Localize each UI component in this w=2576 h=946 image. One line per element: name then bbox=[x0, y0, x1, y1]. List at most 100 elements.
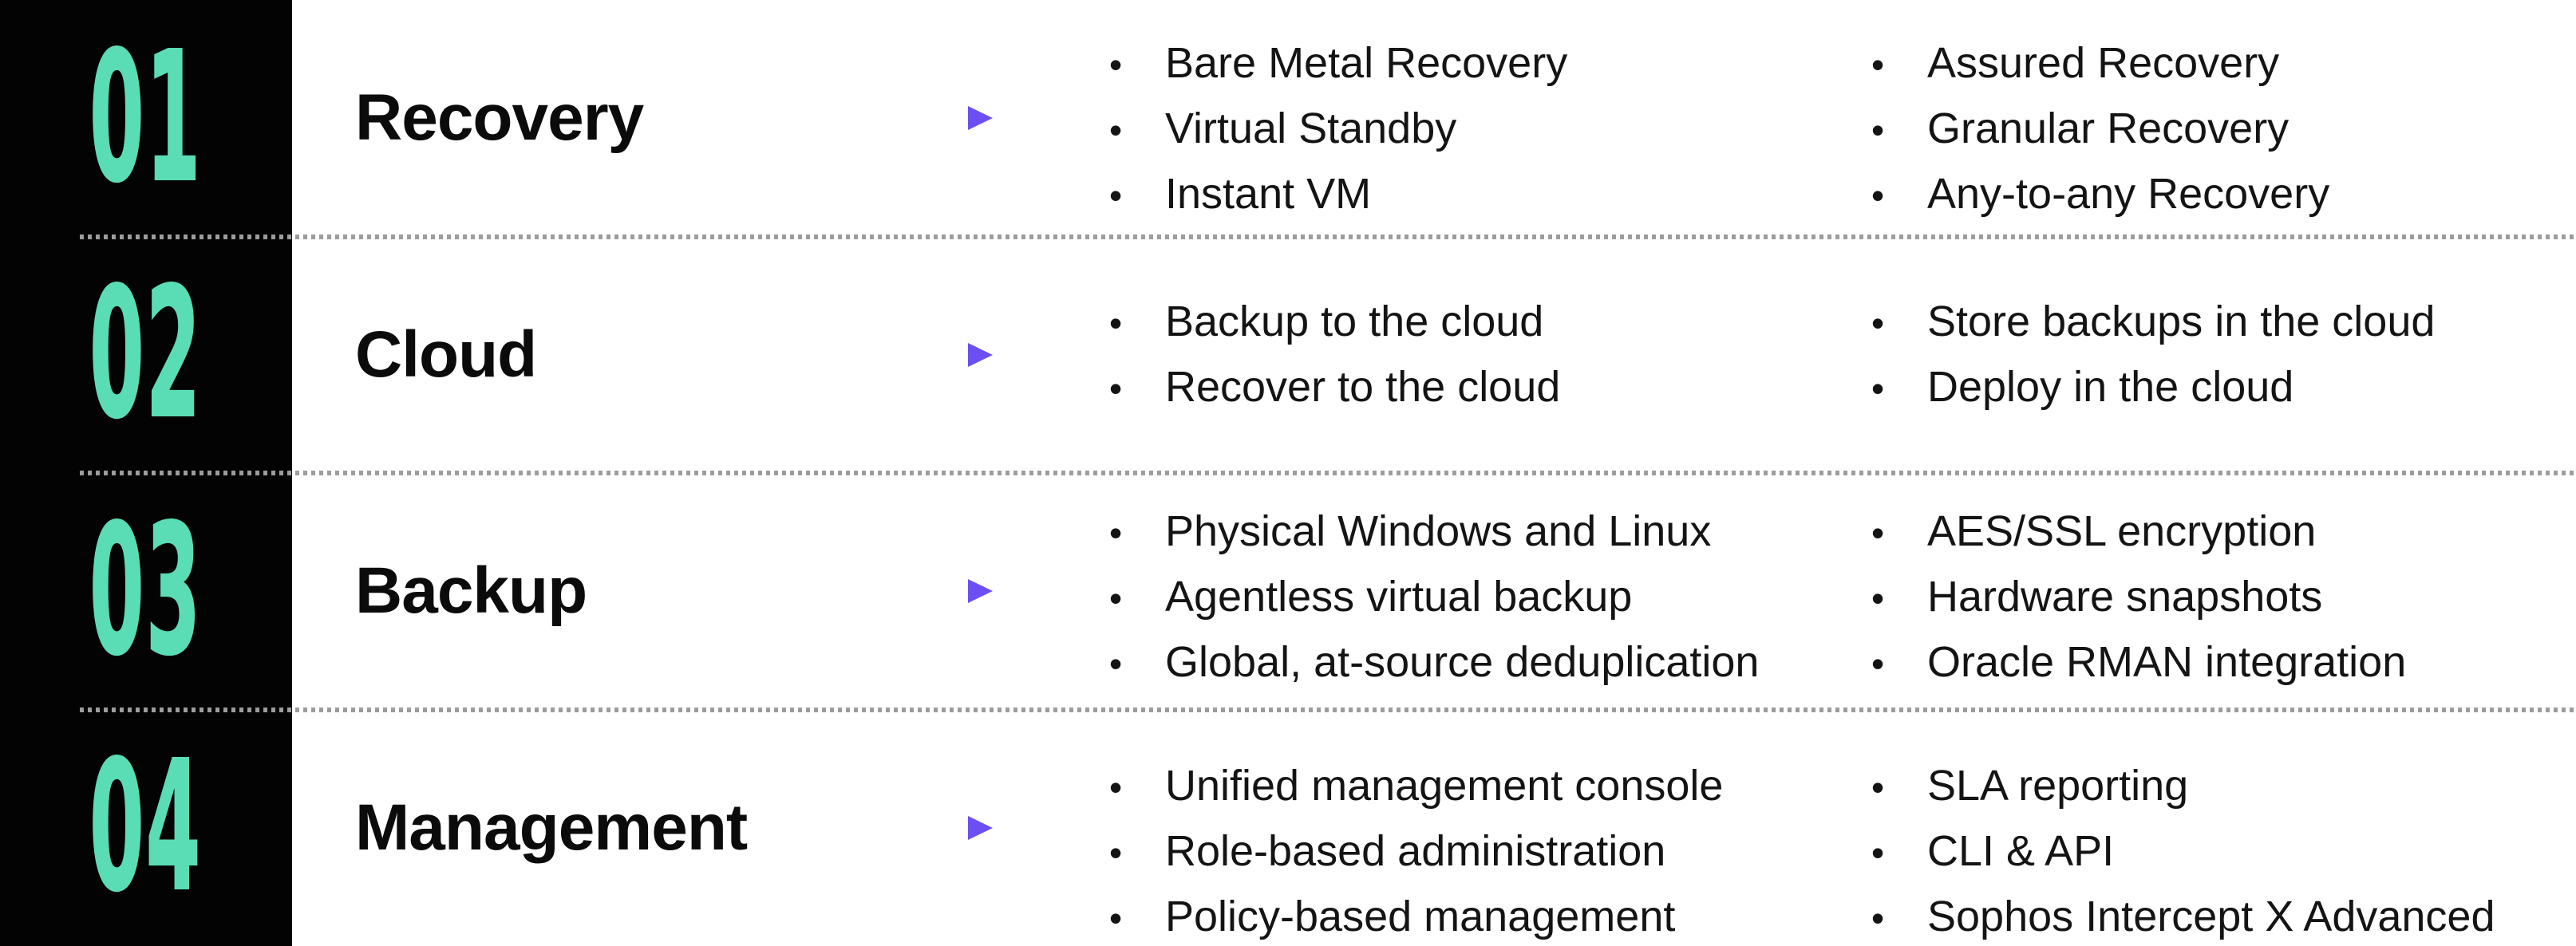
section-number: 03 bbox=[89, 486, 203, 696]
feature-column-2: •AES/SSL encryption•Hardware snapshots•O… bbox=[1871, 493, 2576, 689]
row-arrow-cell bbox=[850, 574, 994, 609]
feature-text: Sophos Intercept X Advanced bbox=[1927, 892, 2495, 940]
feature-text: Backup to the cloud bbox=[1165, 297, 1544, 345]
feature-row: 04 Management •Unified management consol… bbox=[0, 707, 2576, 946]
feature-text: Store backups in the cloud bbox=[1927, 297, 2436, 345]
row-title-cell: Cloud bbox=[292, 317, 850, 392]
row-title-cell: Backup bbox=[292, 554, 850, 629]
feature-column-1: • Physical Windows and Linux • Agentless vi… bbox=[994, 493, 1871, 689]
feature-column-2: • Store backups in the cloud • Deploy in th… bbox=[1871, 290, 2576, 420]
bullet-icon: • bbox=[1109, 577, 1123, 620]
feature-text: Oracle RMAN integration bbox=[1927, 638, 2407, 687]
gradient-arrow-icon bbox=[851, 342, 993, 367]
feature-text: Bare Metal Recovery bbox=[1165, 39, 1568, 88]
list-item: • CLI & API bbox=[1871, 819, 2576, 885]
list-item: • Granular Recovery bbox=[1871, 97, 2576, 162]
bullet-list: • Physical Windows and Linux • Agentless vi… bbox=[1109, 499, 1871, 696]
bullet-icon: • bbox=[1871, 367, 1885, 409]
bullet-icon: • bbox=[1871, 109, 1885, 152]
list-item: • Physical Windows and Linux bbox=[1109, 499, 1871, 565]
row-arrow-cell bbox=[850, 101, 994, 136]
bullet-icon: • bbox=[1109, 175, 1123, 217]
gradient-arrow-icon bbox=[851, 106, 993, 131]
bullet-icon: • bbox=[1871, 831, 1885, 873]
row-title-cell: Recovery bbox=[292, 81, 850, 156]
bullet-icon: • bbox=[1871, 643, 1885, 685]
feature-text: Recover to the cloud bbox=[1165, 362, 1561, 411]
bullet-icon: • bbox=[1871, 897, 1885, 939]
bullet-icon: • bbox=[1109, 367, 1123, 409]
bullet-icon: • bbox=[1871, 175, 1885, 217]
bullet-list: •Unified management console•Role-based a… bbox=[1109, 754, 1871, 946]
bullet-icon: • bbox=[1109, 897, 1123, 939]
list-item: • Agentless virtual backup bbox=[1109, 565, 1871, 630]
list-item: • Sophos Intercept X Advanced bbox=[1871, 885, 2576, 946]
row-number-cell: 04 bbox=[0, 723, 292, 932]
row-arrow-cell bbox=[850, 337, 994, 372]
bullet-list: •AES/SSL encryption•Hardware snapshots•O… bbox=[1871, 499, 2576, 696]
feature-text: Agentless virtual backup bbox=[1165, 573, 1633, 621]
bullet-icon: • bbox=[1871, 512, 1885, 554]
feature-text: AES/SSL encryption bbox=[1927, 507, 2317, 556]
bullet-icon: • bbox=[1109, 766, 1123, 808]
row-number-cell: 03 bbox=[0, 486, 292, 696]
feature-text: Any-to-any Recovery bbox=[1927, 170, 2330, 219]
feature-row: 01 Recovery •Bare Metal Recovery•Virtual… bbox=[0, 0, 2576, 237]
feature-row: 02 Cloud • Backup to the cloud • Recover to… bbox=[0, 234, 2576, 474]
row-title-cell: Management bbox=[292, 790, 850, 865]
row-number-cell: 02 bbox=[0, 250, 292, 459]
bullet-icon: • bbox=[1871, 44, 1885, 86]
feature-text: Deploy in the cloud bbox=[1927, 362, 2294, 411]
bullet-icon: • bbox=[1871, 302, 1885, 344]
bullet-list: • Backup to the cloud • Recover to the clou… bbox=[1109, 290, 1871, 420]
list-item: • Assured Recovery bbox=[1871, 31, 2576, 97]
list-item: • Bare Metal Recovery bbox=[1109, 31, 1871, 97]
feature-text: Policy-based management bbox=[1165, 892, 1676, 940]
list-item: • Deploy in the cloud bbox=[1871, 355, 2576, 420]
feature-text: Global, at-source deduplication bbox=[1165, 638, 1760, 687]
section-title: Cloud bbox=[355, 317, 537, 391]
list-item: • Recover to the cloud bbox=[1109, 355, 1871, 420]
gradient-arrow-icon bbox=[851, 815, 993, 840]
list-item: •Unified management console bbox=[1109, 754, 1871, 819]
gradient-arrow-icon bbox=[851, 579, 993, 604]
feature-text: Physical Windows and Linux bbox=[1165, 507, 1712, 556]
list-item: •Hardware snapshots bbox=[1871, 565, 2576, 630]
list-item: • Any-to-any Recovery bbox=[1871, 162, 2576, 227]
list-item: •Virtual Standby bbox=[1109, 97, 1871, 162]
bullet-icon: • bbox=[1871, 577, 1885, 620]
feature-text: Granular Recovery bbox=[1927, 104, 2290, 153]
section-title: Management bbox=[355, 790, 748, 864]
bullet-icon: • bbox=[1109, 831, 1123, 873]
feature-text: SLA reporting bbox=[1927, 761, 2189, 810]
list-item: • Global, at-source deduplication bbox=[1109, 630, 1871, 696]
row-arrow-cell bbox=[850, 810, 994, 845]
feature-text: CLI & API bbox=[1927, 826, 2115, 875]
list-item: • AES/SSL encryption bbox=[1871, 499, 2576, 565]
bullet-list: • Assured Recovery • Granular Recovery • Any-… bbox=[1871, 31, 2576, 227]
bullet-list: • Bare Metal Recovery •Virtual Standby • Ins… bbox=[1109, 31, 1871, 227]
bullet-icon: • bbox=[1109, 643, 1123, 685]
feature-column-2: • Assured Recovery • Granular Recovery • Any-… bbox=[1871, 20, 2576, 218]
bullet-icon: • bbox=[1109, 302, 1123, 344]
bullet-icon: • bbox=[1109, 44, 1123, 86]
feature-column-1: • Bare Metal Recovery •Virtual Standby • Ins… bbox=[994, 20, 1871, 218]
section-number: 04 bbox=[89, 723, 203, 932]
list-item: • Instant VM bbox=[1109, 162, 1871, 227]
feature-text: Virtual Standby bbox=[1165, 104, 1457, 153]
list-item: • Oracle RMAN integration bbox=[1871, 630, 2576, 696]
row-number-cell: 01 bbox=[0, 27, 292, 208]
list-item: • SLA reporting bbox=[1871, 754, 2576, 819]
feature-text: Role-based administration bbox=[1165, 826, 1666, 875]
feature-text: Assured Recovery bbox=[1927, 39, 2280, 88]
feature-column-1: •Unified management console•Role-based a… bbox=[994, 730, 1871, 940]
bullet-list: • Store backups in the cloud • Deploy in th… bbox=[1871, 290, 2576, 420]
feature-text: Instant VM bbox=[1165, 170, 1372, 219]
bullet-icon: • bbox=[1871, 766, 1885, 808]
feature-column-2: • SLA reporting • CLI & API • Sophos Intercep… bbox=[1871, 730, 2576, 940]
section-number: 02 bbox=[89, 250, 203, 459]
section-title: Recovery bbox=[355, 81, 644, 155]
bullet-icon: • bbox=[1109, 512, 1123, 554]
